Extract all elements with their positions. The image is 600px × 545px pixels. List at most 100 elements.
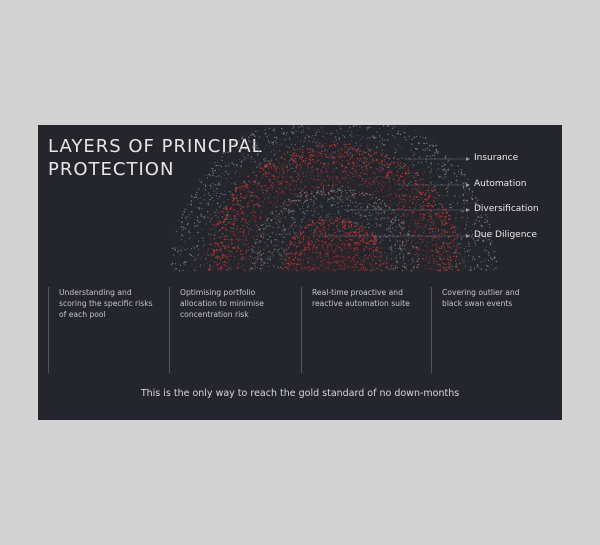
arc-dot bbox=[233, 227, 235, 230]
arc-dot bbox=[397, 248, 400, 250]
arc-dot bbox=[261, 189, 263, 191]
arc-dot bbox=[230, 145, 232, 147]
arc-dot bbox=[254, 204, 256, 206]
arc-dot bbox=[211, 204, 213, 206]
arc-dot bbox=[333, 269, 335, 271]
arc-dot bbox=[361, 228, 363, 230]
arc-dot bbox=[445, 212, 447, 214]
arc-dot bbox=[422, 183, 425, 185]
arc-dot bbox=[443, 162, 445, 163]
arc-dot bbox=[401, 229, 403, 231]
arc-dot bbox=[349, 177, 351, 179]
arc-dot bbox=[452, 165, 454, 167]
arc-dot bbox=[366, 185, 369, 187]
arc-dot bbox=[245, 222, 248, 225]
arc-dot bbox=[399, 194, 401, 197]
arc-dot bbox=[200, 182, 202, 184]
arc-dot bbox=[311, 151, 313, 153]
arc-dot bbox=[175, 267, 177, 270]
arc-dot bbox=[227, 265, 229, 267]
arc-dot bbox=[266, 166, 268, 168]
arc-dot bbox=[403, 255, 405, 257]
arc-dot bbox=[308, 140, 310, 143]
arc-dot bbox=[371, 253, 373, 255]
arc-dot bbox=[281, 216, 283, 218]
arc-dot bbox=[252, 215, 253, 216]
arc-dot bbox=[399, 245, 401, 248]
arc-dot bbox=[244, 219, 247, 221]
arc-dot bbox=[310, 229, 312, 232]
arc-dot bbox=[376, 131, 378, 133]
arc-dot bbox=[380, 241, 381, 243]
arc-dot bbox=[442, 215, 444, 217]
arc-dot bbox=[336, 255, 339, 258]
arc-dot bbox=[342, 159, 344, 162]
arc-dot bbox=[290, 189, 292, 191]
arc-dot bbox=[259, 251, 261, 253]
arc-dot bbox=[193, 269, 196, 271]
arc-dot bbox=[208, 269, 211, 272]
arc-dot bbox=[198, 254, 200, 255]
arc-dot bbox=[249, 160, 251, 162]
arc-dot bbox=[232, 231, 235, 233]
arc-dot bbox=[351, 192, 353, 194]
arc-dot bbox=[305, 158, 306, 160]
arc-dot bbox=[293, 148, 295, 150]
arc-dot bbox=[436, 181, 437, 183]
arc-dot bbox=[300, 252, 303, 255]
arc-dot bbox=[256, 143, 258, 145]
arc-dot bbox=[326, 171, 328, 173]
arc-dot bbox=[424, 258, 426, 260]
arc-dot bbox=[254, 257, 256, 259]
arc-dot bbox=[491, 258, 494, 261]
arc-dot bbox=[373, 150, 375, 152]
arc-dot bbox=[278, 172, 281, 174]
arc-dot bbox=[242, 234, 244, 236]
arc-dot bbox=[278, 248, 280, 250]
arc-dot bbox=[368, 211, 371, 214]
arc-dot bbox=[420, 206, 422, 208]
arc-dot bbox=[403, 132, 406, 134]
arc-dot bbox=[445, 202, 447, 204]
arc-dot bbox=[419, 238, 421, 240]
arc-dot bbox=[407, 240, 409, 241]
arc-dot bbox=[432, 224, 434, 226]
arc-dot bbox=[327, 236, 329, 238]
arc-dot bbox=[380, 145, 382, 147]
arc-dot bbox=[337, 260, 339, 262]
arc-dot bbox=[248, 187, 250, 189]
arc-dot bbox=[227, 151, 229, 153]
arc-dot bbox=[388, 247, 391, 249]
arc-dot bbox=[442, 195, 444, 197]
arc-dot bbox=[298, 130, 299, 131]
arc-dot bbox=[351, 202, 354, 204]
arc-dot bbox=[375, 197, 377, 199]
arc-dot bbox=[292, 194, 293, 196]
arc-dot bbox=[270, 158, 272, 160]
arc-dot bbox=[467, 249, 469, 251]
arc-dot bbox=[400, 222, 402, 224]
arc-dot bbox=[215, 265, 217, 267]
arc-dot bbox=[348, 242, 350, 244]
arc-dot bbox=[435, 197, 437, 199]
arc-dot bbox=[402, 214, 405, 217]
arc-dot bbox=[240, 253, 242, 255]
arc-dot bbox=[468, 254, 470, 257]
arc-dot bbox=[285, 160, 286, 162]
arc-dot bbox=[314, 209, 316, 211]
arc-dot bbox=[368, 222, 370, 225]
arc-dot bbox=[356, 149, 359, 151]
arc-dot bbox=[339, 157, 341, 159]
arc-dot bbox=[216, 230, 218, 232]
arc-dot bbox=[348, 155, 350, 157]
arc-dot bbox=[209, 267, 211, 269]
arc-dot bbox=[404, 239, 406, 241]
arc-dot bbox=[493, 251, 495, 253]
arc-dot bbox=[427, 205, 430, 207]
arc-dot bbox=[179, 245, 181, 247]
arc-dot bbox=[448, 214, 450, 216]
arc-dot bbox=[434, 214, 436, 216]
arc-dot bbox=[227, 238, 230, 240]
arc-dot bbox=[353, 256, 355, 258]
arc-dot bbox=[313, 213, 315, 216]
